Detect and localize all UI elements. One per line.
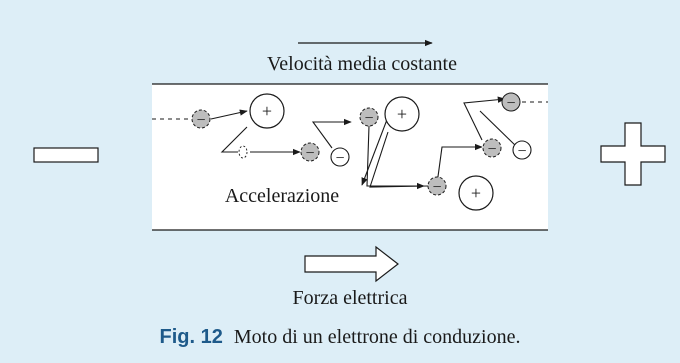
electron-icon: − — [359, 107, 379, 127]
svg-text:−: − — [487, 141, 496, 158]
electron-icon: − — [330, 147, 350, 167]
svg-text:−: − — [335, 150, 344, 167]
svg-text:−: − — [305, 145, 314, 162]
electron-icon: − — [482, 138, 502, 158]
acceleration-label: Accelerazione — [225, 185, 339, 207]
collision-marker-icon — [238, 145, 248, 159]
plus-terminal-icon — [600, 122, 666, 186]
electron-icon: − — [191, 109, 211, 129]
positive-ion-icon: + — [458, 175, 494, 211]
svg-text:+: + — [397, 104, 407, 124]
force-arrow-icon — [304, 245, 399, 283]
positive-ion-icon: + — [249, 93, 285, 129]
minus-terminal-icon — [33, 147, 99, 163]
svg-text:−: − — [196, 112, 205, 129]
svg-text:−: − — [364, 110, 373, 127]
figure-number: Fig. 12 — [159, 326, 223, 348]
electron-icon: − — [427, 176, 447, 196]
electron-trajectory — [210, 96, 519, 190]
positive-ion-icon: + — [384, 96, 420, 132]
svg-text:−: − — [517, 143, 526, 160]
velocity-label: Velocità media costante — [267, 53, 457, 75]
electron-icon: − — [300, 142, 320, 162]
svg-text:+: + — [471, 183, 481, 203]
caption-text: Moto di un elettrone di conduzione. — [233, 326, 521, 348]
figure-caption: Fig. 12 Moto di un elettrone di conduzio… — [0, 326, 680, 349]
electron-icon: − — [512, 140, 532, 160]
electron-icon: − — [501, 92, 521, 112]
svg-text:+: + — [262, 101, 272, 121]
force-label: Forza elettrica — [293, 287, 408, 309]
svg-text:−: − — [432, 179, 441, 196]
svg-text:−: − — [506, 95, 515, 112]
